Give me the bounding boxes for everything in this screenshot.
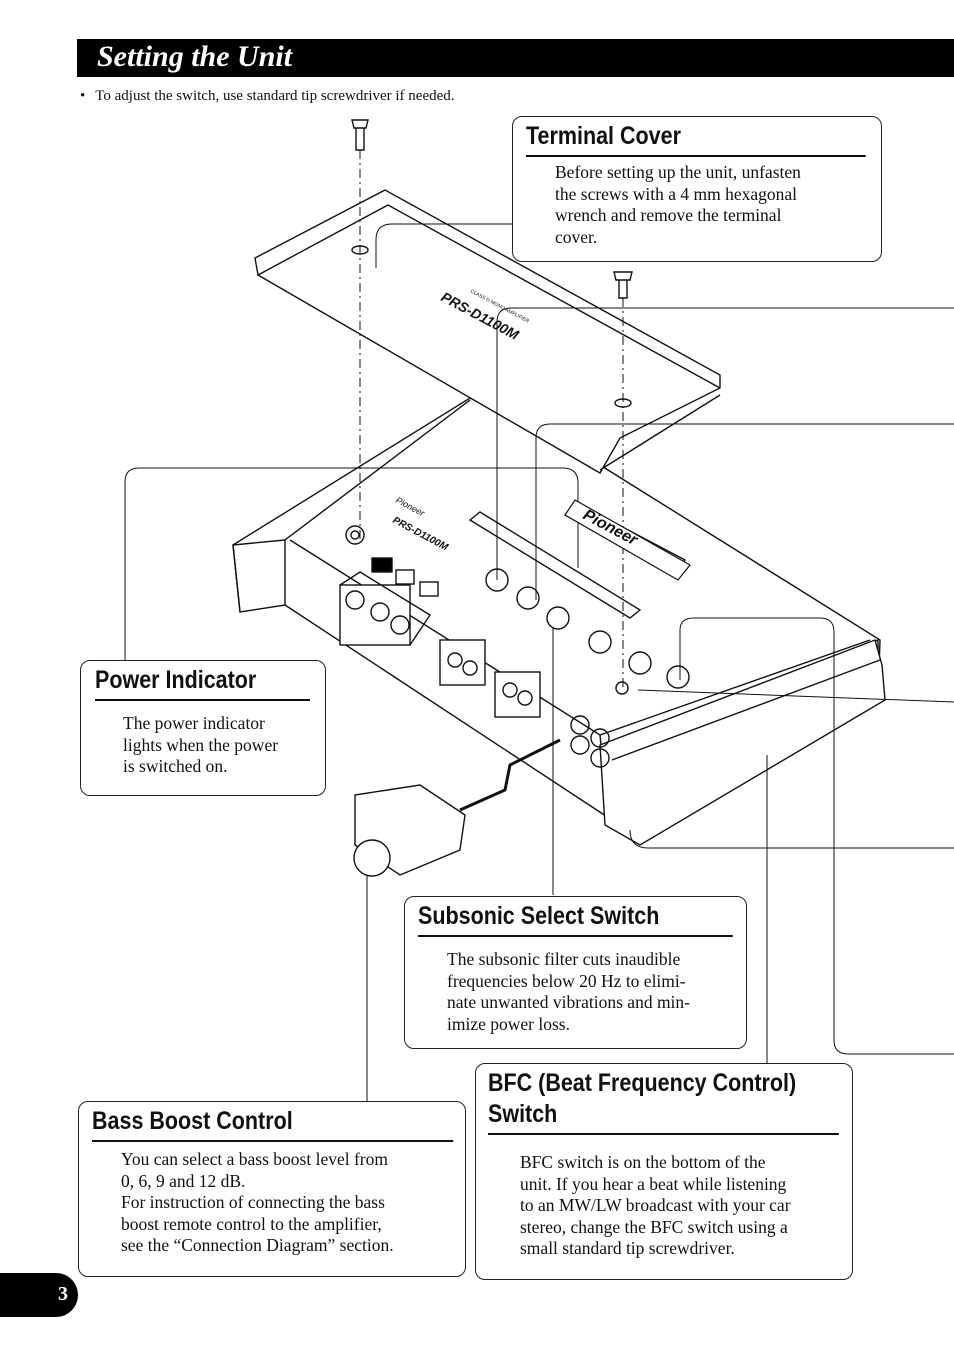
terminal-cover-callout: Terminal Cover Before setting up the uni… — [512, 116, 882, 262]
subsonic-select-callout: Subsonic Select Switch The subsonic filt… — [404, 896, 747, 1049]
terminal-cover-text: Before setting up the unit, unfasten the… — [555, 162, 801, 247]
bass-boost-title: Bass Boost Control — [92, 1106, 454, 1142]
bfc-switch-title: BFC (Beat Frequency Control) Switch — [488, 1068, 839, 1135]
page-title: Setting the Unit — [97, 40, 293, 73]
bfc-switch-text: BFC switch is on the bottom of the unit.… — [520, 1152, 791, 1258]
bullet-icon: • — [80, 88, 86, 104]
speaker-terminal-b — [494, 671, 541, 718]
bass-boost-text: You can select a bass boost level from 0… — [121, 1149, 394, 1255]
speaker-terminal-a — [439, 639, 486, 686]
amplifier-body — [232, 397, 881, 841]
power-indicator-callout: Power Indicator The power indicator ligh… — [80, 660, 326, 796]
leader-far-right — [679, 617, 954, 1055]
adjust-note: • To adjust the switch, use standard tip … — [80, 88, 455, 105]
leader-right-top — [496, 307, 954, 580]
power-indicator-title: Power Indicator — [95, 665, 310, 701]
leader-right-lower — [629, 829, 954, 849]
subsonic-select-text: The subsonic filter cuts inaudible frequ… — [447, 949, 690, 1034]
terminal-cover — [254, 189, 721, 474]
page-number: 3 — [58, 1283, 68, 1305]
page-number-tab: 3 — [0, 1273, 78, 1317]
subsonic-select-title: Subsonic Select Switch — [418, 901, 733, 937]
section-title-bar: Setting the Unit — [77, 39, 954, 77]
leader-terminal-cover — [375, 223, 513, 268]
bass-boost-knob — [353, 839, 391, 877]
bfc-switch-callout: BFC (Beat Frequency Control) Switch BFC … — [475, 1063, 853, 1280]
power-led — [345, 525, 365, 545]
power-indicator-text: The power indicator lights when the powe… — [123, 713, 279, 776]
power-terminal-block — [339, 584, 411, 646]
leader-right-mid — [535, 423, 954, 600]
terminal-cover-title: Terminal Cover — [526, 121, 866, 157]
amplifier-top-panel — [468, 511, 642, 619]
leader-power-indicator — [124, 467, 579, 660]
adjust-note-text: To adjust the switch, use standard tip s… — [95, 88, 455, 104]
bass-boost-callout: Bass Boost Control You can select a bass… — [78, 1101, 466, 1277]
leader-right-bottom — [637, 689, 954, 703]
